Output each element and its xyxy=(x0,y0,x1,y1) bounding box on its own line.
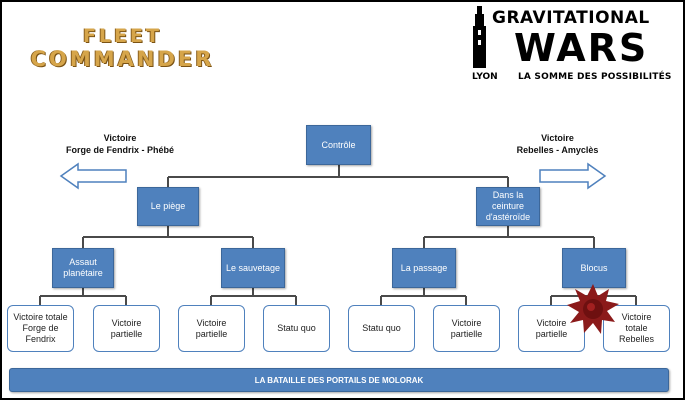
node-level1-piege: Le piège xyxy=(137,187,199,226)
leaf-3: Victoire partielle xyxy=(178,305,245,352)
logo-right-title: GRAVITATIONAL xyxy=(492,8,650,28)
fleet-commander-logo: FLEET COMMANDER xyxy=(20,25,225,71)
side-right-label: Victoire Rebelles - Amyclès xyxy=(500,132,615,156)
leaf-6: Victoire partielle xyxy=(433,305,500,352)
logo-left-line2: COMMANDER xyxy=(30,47,215,71)
node-root: Contrôle xyxy=(306,125,371,165)
logo-right-main: WARS xyxy=(514,26,649,70)
leaf-8: Victoire totale Rebelles xyxy=(603,305,670,352)
arrow-left-outline-icon xyxy=(59,162,127,190)
side-right-line1: Victoire xyxy=(541,133,574,143)
logo-right-tagline: LA SOMME DES POSSIBILITÉS xyxy=(518,72,672,82)
tower-logo-icon xyxy=(473,6,486,68)
node-level2-sauvetage: Le sauvetage xyxy=(221,248,285,288)
logo-right-city: LYON xyxy=(472,72,498,82)
leaf-5: Statu quo xyxy=(348,305,415,352)
leaf-1: Victoire totale Forge de Fendrix xyxy=(7,305,74,352)
gravitational-wars-logo: GRAVITATIONAL WARS LYON LA SOMME DES POS… xyxy=(470,6,677,86)
leaf-7: Victoire partielle xyxy=(518,305,585,352)
node-level1-ceinture: Dans la ceinture d'astéroïde xyxy=(476,187,540,226)
side-right-line2: Rebelles - Amyclès xyxy=(516,145,599,155)
blood-splat-icon xyxy=(567,284,619,334)
leaf-4: Statu quo xyxy=(263,305,330,352)
node-level2-passage: La passage xyxy=(392,248,456,288)
bottom-title-bar: LA BATAILLE DES PORTAILS DE MOLORAK xyxy=(9,368,669,392)
side-left-line2: Forge de Fendrix - Phébé xyxy=(65,145,175,155)
node-level2-assaut: Assaut planétaire xyxy=(52,248,114,288)
arrow-right-outline-icon xyxy=(539,162,607,190)
leaf-2: Victoire partielle xyxy=(93,305,160,352)
logo-left-line1: FLEET xyxy=(82,25,162,47)
node-level2-blocus: Blocus xyxy=(562,248,626,288)
side-left-line1: Victoire xyxy=(103,133,137,143)
side-left-label: Victoire Forge de Fendrix - Phébé xyxy=(55,132,185,156)
